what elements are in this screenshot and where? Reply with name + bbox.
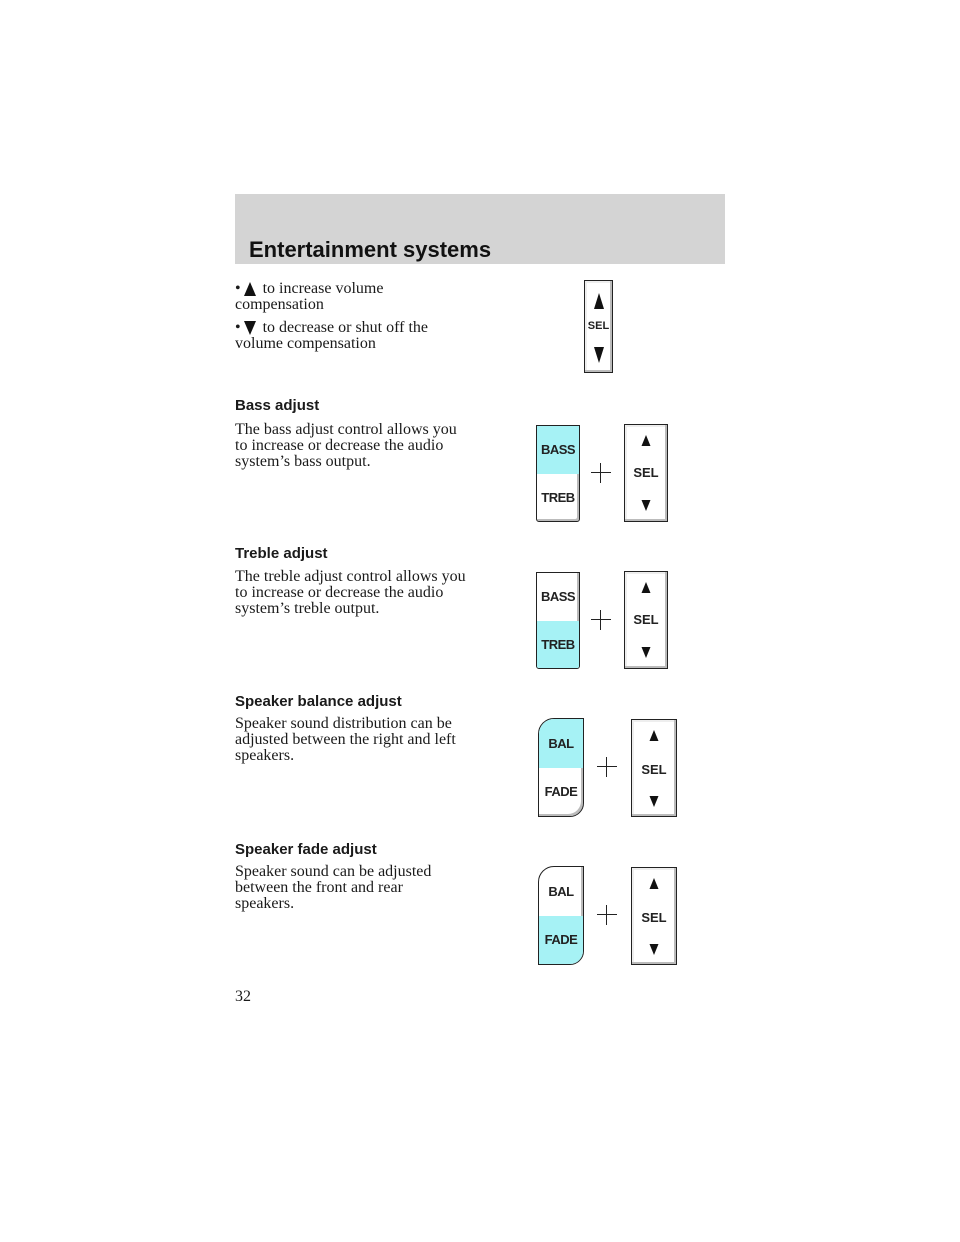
bullet-text-line2: compensation bbox=[235, 296, 324, 314]
up-arrow-icon bbox=[649, 878, 659, 889]
sel-label: SEL bbox=[641, 762, 667, 777]
plus-icon bbox=[597, 757, 617, 777]
bullet-text-line1: to increase volume bbox=[262, 280, 384, 297]
rocker-bottom-treb: TREB bbox=[541, 489, 575, 505]
rocker-top-bal: BAL bbox=[539, 719, 583, 768]
section-heading-fade: Speaker fade adjust bbox=[235, 841, 377, 858]
bass-treb-rocker[interactable]: BASS TREB bbox=[536, 425, 580, 522]
sel-label: SEL bbox=[641, 910, 667, 925]
up-arrow-icon bbox=[593, 293, 604, 309]
section-text-bass: The bass adjust control allows you to in… bbox=[235, 421, 457, 470]
bullet-text-line2: volume compensation bbox=[235, 335, 376, 353]
rocker-top-bal: BAL bbox=[548, 883, 574, 899]
bullet-text-line1: to decrease or shut off the bbox=[262, 319, 429, 336]
page-number: 32 bbox=[235, 988, 251, 1005]
sel-label: SEL bbox=[633, 465, 659, 480]
header-band: Entertainment systems bbox=[235, 194, 725, 264]
section-heading-treble: Treble adjust bbox=[235, 545, 328, 562]
up-triangle-icon bbox=[243, 282, 256, 297]
section-heading-bass: Bass adjust bbox=[235, 397, 320, 414]
section-text-balance: Speaker sound distribution can be adjust… bbox=[235, 715, 456, 764]
sel-control[interactable]: SEL bbox=[624, 571, 668, 669]
section-heading-balance: Speaker balance adjust bbox=[235, 693, 402, 710]
bullet-increase: •to increase volume compensation bbox=[235, 280, 384, 314]
bal-fade-rocker[interactable]: BAL FADE bbox=[538, 718, 584, 817]
rocker-top-bass: BASS bbox=[537, 426, 579, 474]
rocker-bottom-treb: TREB bbox=[537, 620, 579, 668]
sel-label: SEL bbox=[587, 320, 610, 332]
down-arrow-icon bbox=[641, 647, 651, 658]
section-text-treble: The treble adjust control allows you to … bbox=[235, 568, 466, 617]
rocker-bottom-fade: FADE bbox=[544, 784, 578, 800]
down-triangle-icon bbox=[243, 321, 256, 336]
plus-icon bbox=[591, 463, 611, 483]
sel-control[interactable]: SEL bbox=[631, 867, 677, 965]
bass-treb-rocker[interactable]: BASS TREB bbox=[536, 572, 580, 669]
section-text-fade: Speaker sound can be adjusted between th… bbox=[235, 863, 432, 912]
down-arrow-icon bbox=[641, 500, 651, 511]
sel-control[interactable]: SEL bbox=[624, 424, 668, 522]
up-arrow-icon bbox=[649, 730, 659, 741]
rocker-top-bass: BASS bbox=[540, 589, 576, 605]
page-title: Entertainment systems bbox=[249, 237, 492, 262]
bal-fade-rocker[interactable]: BAL FADE bbox=[538, 866, 584, 965]
sel-control[interactable]: SEL bbox=[584, 280, 613, 373]
up-arrow-icon bbox=[641, 435, 651, 446]
down-arrow-icon bbox=[649, 796, 659, 807]
bullet-decrease: •to decrease or shut off the volume comp… bbox=[235, 319, 429, 353]
sel-control[interactable]: SEL bbox=[631, 719, 677, 817]
sel-label: SEL bbox=[633, 612, 659, 627]
up-arrow-icon bbox=[641, 582, 651, 593]
down-arrow-icon bbox=[593, 347, 604, 363]
rocker-bottom-fade: FADE bbox=[539, 915, 583, 964]
down-arrow-icon bbox=[649, 944, 659, 955]
plus-icon bbox=[591, 610, 611, 630]
plus-icon bbox=[597, 905, 617, 925]
